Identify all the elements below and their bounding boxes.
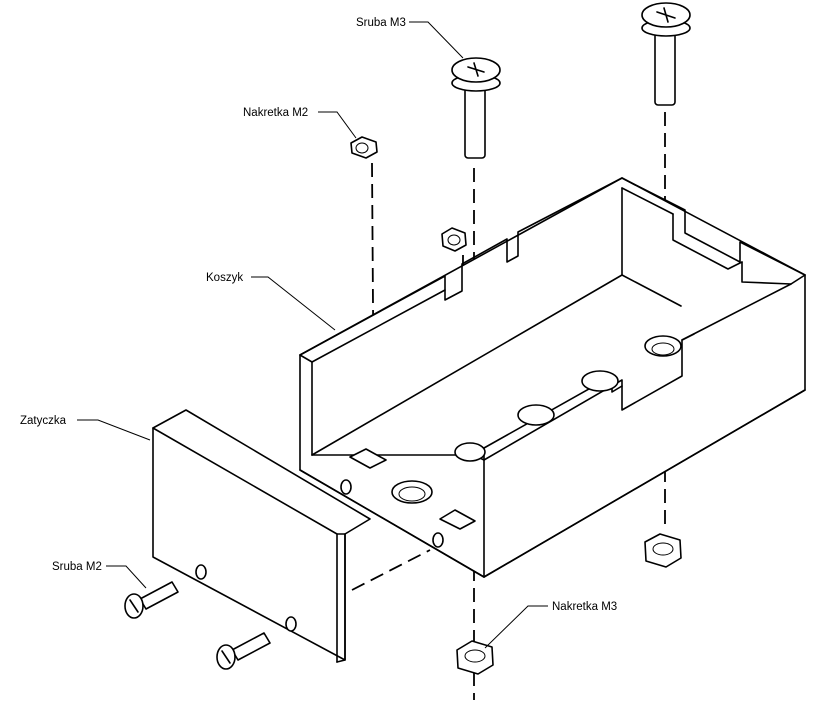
wall-hole-2 [432, 532, 444, 548]
label-sruba-m2: Sruba M2 [52, 561, 102, 573]
koszyk-part [299, 177, 806, 578]
label-koszyk: Koszyk [206, 272, 243, 284]
label-sruba-m3: Sruba M3 [356, 17, 406, 29]
leader-lines [77, 21, 548, 649]
nut-m2-upper [350, 136, 378, 159]
screw-m3-front-shank [464, 87, 486, 159]
nut-slot-right [439, 509, 476, 530]
floor-hole-2 [454, 442, 486, 462]
nut-slot-left [349, 448, 387, 469]
screw-m2-lower [216, 632, 271, 670]
nut-m2-lower [441, 227, 467, 252]
floor-hole-4 [581, 370, 619, 392]
screw-m3-front [451, 57, 501, 159]
phillips-cross-icon [467, 62, 485, 77]
screw-m3-back [641, 2, 691, 106]
nut-m3-front [456, 640, 494, 675]
floor-hole-3 [517, 404, 555, 426]
label-nakretka-m3: Nakretka M3 [552, 601, 617, 613]
cap-hole-1 [195, 564, 207, 580]
part-labels: Sruba M3 Nakretka M2 Koszyk Zatyczka Sru… [20, 17, 617, 613]
wall-hole-1 [340, 479, 352, 495]
axis-plug-slot [351, 549, 431, 591]
screw-m3-back-shank [654, 32, 676, 106]
koszyk-body [299, 177, 806, 578]
zatyczka-part [152, 409, 371, 663]
phillips-cross-icon [656, 7, 676, 23]
floor-hole-5 [644, 335, 682, 357]
label-nakretka-m2: Nakretka M2 [243, 107, 308, 119]
screw-m2-upper [124, 581, 179, 619]
cap-hole-2 [285, 616, 297, 632]
nut-m3-back [644, 533, 682, 568]
label-zatyczka: Zatyczka [20, 415, 67, 427]
floor-hole-1 [391, 480, 433, 504]
